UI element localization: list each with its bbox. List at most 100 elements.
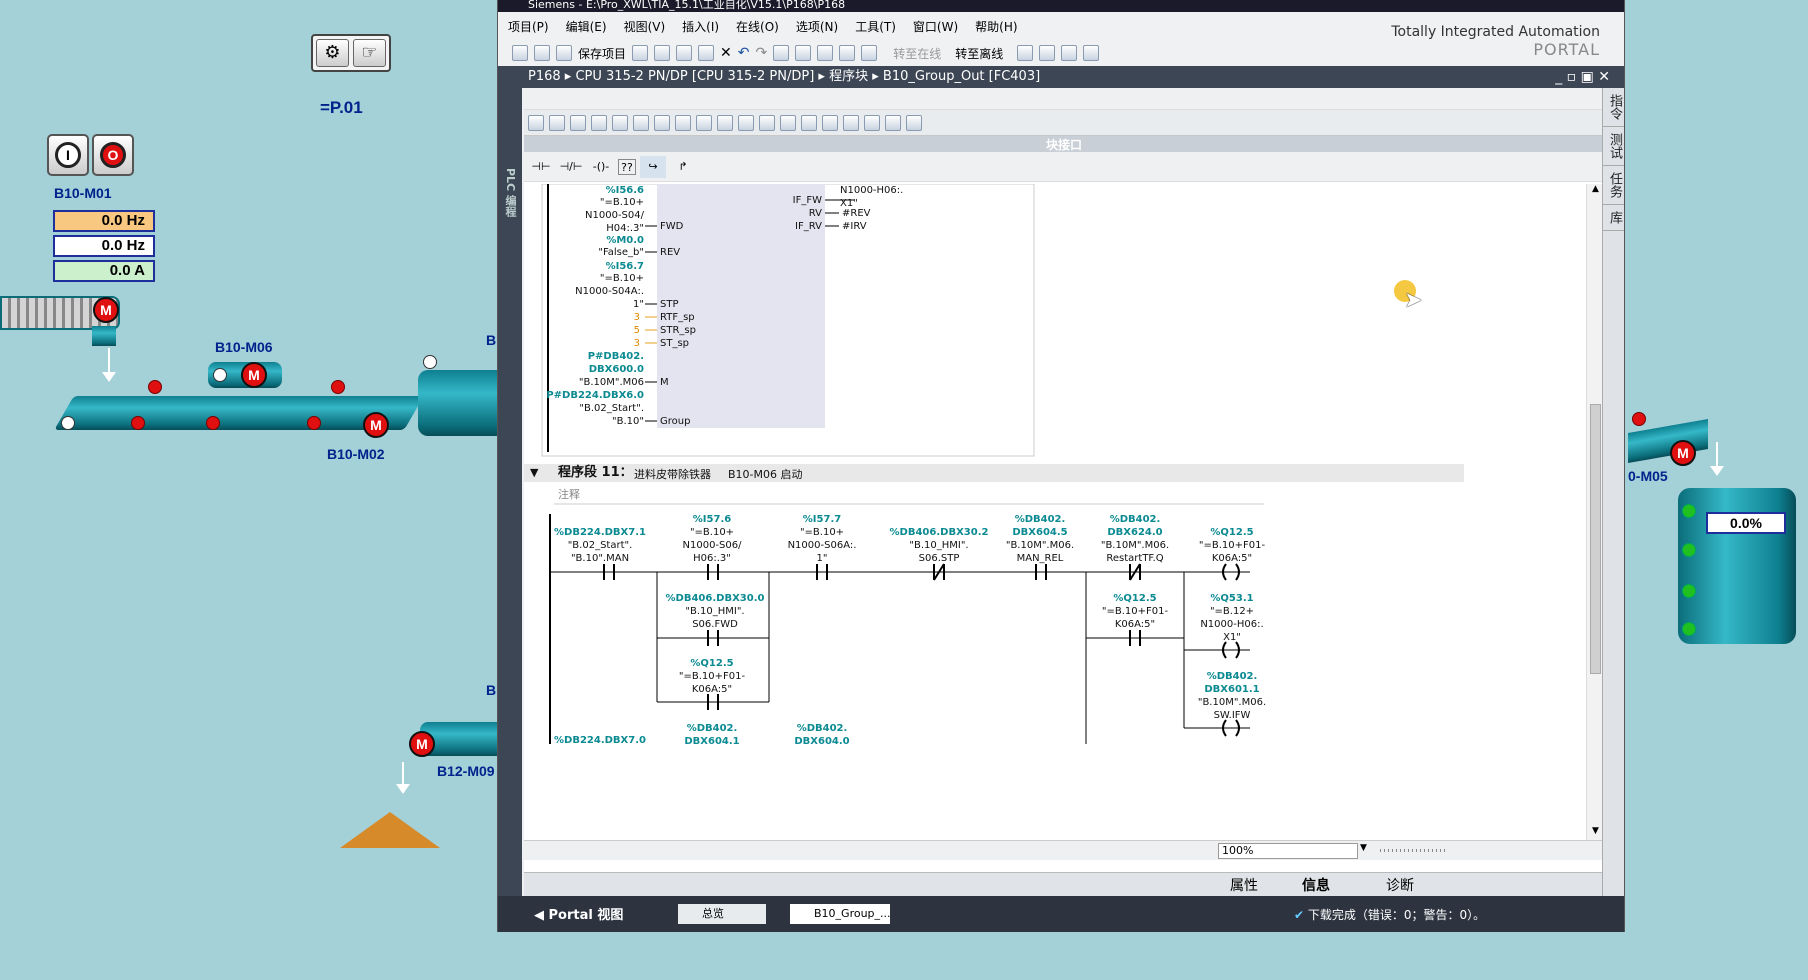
coil-address[interactable]: %Q53.1 [1210,593,1254,604]
delete-icon[interactable]: ✕ [720,45,732,61]
contact-address[interactable]: %DB224.DBX7.1 [554,527,646,538]
scroll-thumb[interactable] [1590,404,1601,674]
operand-address[interactable]: %I56.7 [605,261,644,272]
coil-address[interactable]: %Q12.5 [1210,527,1254,538]
vertical-scrollbar[interactable]: ▲ ▼ [1586,184,1604,840]
collapse-all-icon[interactable] [654,114,670,131]
instructions-tab[interactable]: 指令 [1603,88,1624,127]
go-offline-button[interactable]: 转至离线 [955,46,1004,61]
go-online-button[interactable]: 转至在线 [893,46,942,61]
operand-value[interactable]: 5 [633,325,640,336]
save-icon[interactable] [556,45,572,61]
copy-icon[interactable] [676,45,693,61]
operand-symbol[interactable]: "=B.10+ N1000-S04/ H04:.3" [585,197,644,234]
coil-symbol[interactable]: "=B.12+ N1000-H06:. X1" [1200,606,1264,643]
info-tab[interactable]: 信息 [1302,878,1330,894]
editor-tab[interactable]: B10_Group_... [790,904,891,924]
delete-network-icon[interactable] [549,114,565,131]
menu-insert[interactable]: 插入(I) [682,19,720,34]
menu-view[interactable]: 视图(V) [623,19,666,34]
contact-symbol[interactable]: "B.10M".M06. RestartTF.Q [1100,540,1170,564]
scroll-up-icon[interactable]: ▲ [1592,184,1599,194]
compile-icon[interactable] [773,45,790,61]
cut-icon[interactable] [654,45,671,61]
insert-network-icon[interactable] [528,114,544,131]
cross-ref-icon[interactable] [1039,45,1056,61]
contact-address[interactable]: %DB406.DBX30.2 [889,527,989,538]
absolute-operands-icon[interactable] [717,114,733,131]
new-project-icon[interactable] [512,45,528,61]
close-branch-icon[interactable]: ↱ [678,159,688,173]
network-description[interactable]: B10-M06 启动 [728,468,803,481]
scroll-down-icon[interactable]: ▼ [1592,826,1599,836]
operand-symbol[interactable]: #REV [842,208,871,219]
breadcrumb-blocks[interactable]: 程序块 [829,69,869,84]
split-h-icon[interactable] [1061,45,1078,61]
breadcrumb-block[interactable]: B10_Group_Out [FC403] [882,69,1041,84]
coil-address[interactable]: %DB402. DBX601.1 [1204,671,1260,695]
portal-view-button[interactable]: ◀ Portal 视图 [534,908,624,923]
print-icon[interactable] [632,45,649,61]
overview-tab[interactable]: 总览 [678,904,766,924]
operand-symbol[interactable]: "B.10M".M06 [578,377,644,388]
undo-icon[interactable]: ↶ [737,45,750,61]
hand-icon[interactable]: ☞ [353,39,386,67]
breadcrumb-project[interactable]: P168 [528,69,561,84]
contact-symbol[interactable]: "B.10M".M06. MAN_REL [1005,540,1075,564]
network-icon[interactable]: ⚙ [316,39,349,67]
breakpoint-icon[interactable] [801,114,817,131]
freq-setpoint-field[interactable]: 0.0 Hz [53,210,155,232]
contact-address[interactable]: %DB402. DBX604.0 [794,723,850,747]
monitoring-icon[interactable] [780,114,796,131]
operand-address[interactable]: P#DB402. DBX600.0 [587,351,644,375]
contact-symbol[interactable]: "B.10_HMI". S06.FWD [685,606,745,630]
menu-edit[interactable]: 编辑(E) [565,19,607,34]
expand-all-icon[interactable] [633,114,649,131]
display-icon[interactable] [738,114,754,131]
contact-address[interactable]: %I57.6 [692,514,732,525]
favorites-icon[interactable] [675,114,691,131]
contact-symbol[interactable]: "=B.10+ N1000-S06/ H06:.3" [682,527,742,564]
testing-tab[interactable]: 测试 [1603,127,1624,166]
contact-address[interactable]: %Q12.5 [690,658,734,669]
operand-symbol[interactable]: "False_b" [598,247,644,258]
contact-symbol[interactable]: "B.10_HMI". S06.STP [909,540,969,564]
b10m06-motor-icon[interactable]: M [241,362,267,388]
operand-address[interactable]: %M0.0 [606,235,644,246]
download-icon[interactable] [795,45,812,61]
empty-box-icon[interactable]: ?? [618,158,636,175]
simulation-icon[interactable] [839,45,856,61]
network-collapse-icon[interactable]: ▼ [530,466,539,479]
contact-symbol[interactable]: "B.02_Start". "B.10".MAN [567,540,633,564]
libraries-tab[interactable]: 库 [1603,205,1624,231]
menu-project[interactable]: 项目(P) [508,19,549,34]
comments-icon[interactable] [696,114,712,131]
tasks-tab[interactable]: 任务 [1603,166,1624,205]
callstack-icon[interactable] [822,114,838,131]
operand-symbol[interactable]: "B.02_Start". "B.10" [579,403,644,427]
save-project-button[interactable]: 保存项目 [578,46,627,61]
properties-tab[interactable]: 属性 [1230,878,1258,894]
window-controls[interactable]: _ ▫ ▣ ✕ [1555,69,1610,85]
start-button[interactable]: I [47,134,89,176]
stop-button[interactable]: O [92,134,134,176]
accessible-devices-icon[interactable] [1017,45,1034,61]
menu-window[interactable]: 窗口(W) [912,19,959,34]
contact-address[interactable]: %DB224.DBX7.0 [554,735,646,746]
append-row-icon[interactable] [591,114,607,131]
screw-motor-icon[interactable]: M [93,297,119,323]
zoom-dropdown-icon[interactable]: ▼ [1360,843,1367,853]
insert-row-icon[interactable] [570,114,586,131]
previous-error-icon[interactable] [843,114,859,131]
operand-value[interactable]: 3 [633,338,640,349]
operand-symbol[interactable]: #IRV [842,221,867,232]
operand-value[interactable]: 3 [633,312,640,323]
network-name[interactable]: 进料皮带除铁器 [634,468,711,481]
split-v-icon[interactable] [1083,45,1100,61]
coil-symbol[interactable]: "=B.10+F01- K06A:5" [1198,540,1266,564]
contact-address[interactable]: %DB402. DBX604.1 [684,723,740,747]
b12m09-motor-icon[interactable]: M [409,731,435,757]
coil-icon[interactable]: -()- [592,159,610,173]
redo-icon[interactable]: ↷ [755,45,768,61]
open-branch-icon[interactable]: ↪ [640,155,666,178]
